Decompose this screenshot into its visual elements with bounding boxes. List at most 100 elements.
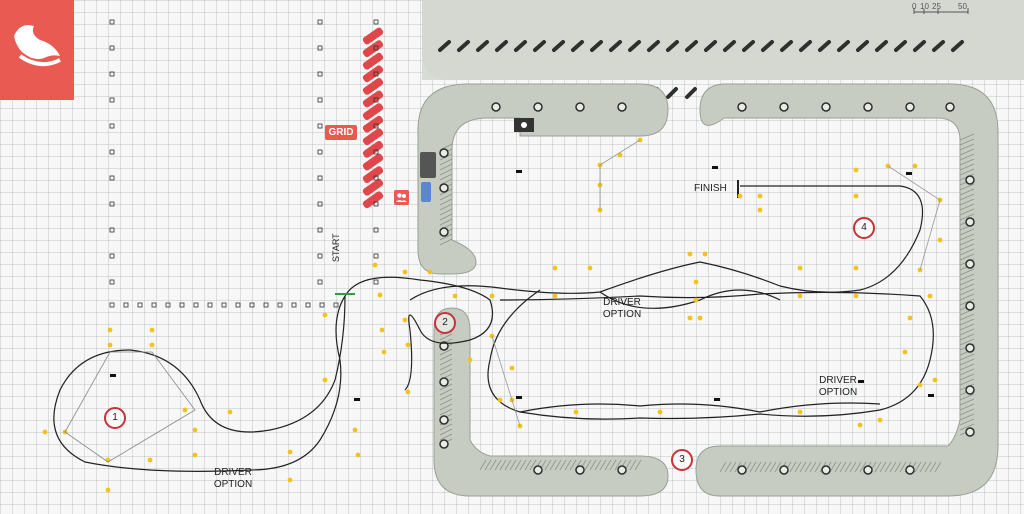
cone bbox=[489, 293, 495, 299]
hatch-line bbox=[814, 461, 822, 473]
tire bbox=[533, 102, 543, 112]
parking-stripe bbox=[837, 40, 850, 52]
cone bbox=[402, 317, 408, 323]
tire bbox=[945, 102, 955, 112]
post bbox=[109, 279, 115, 285]
post bbox=[221, 302, 227, 308]
cone bbox=[657, 409, 663, 415]
hatch-line bbox=[554, 459, 562, 471]
hatch-line bbox=[604, 459, 612, 471]
hatch-line bbox=[959, 288, 975, 296]
marker-2: 2 bbox=[434, 312, 456, 334]
post bbox=[109, 253, 115, 259]
hatch-line bbox=[839, 461, 847, 473]
driver-option-bottom-label: DRIVER OPTION bbox=[213, 467, 253, 490]
logo-icon bbox=[0, 0, 74, 100]
hatch-line bbox=[764, 461, 772, 473]
tire bbox=[617, 465, 627, 475]
post bbox=[373, 71, 379, 77]
hatch-line bbox=[439, 428, 453, 436]
grid-car bbox=[362, 27, 384, 45]
grid-car bbox=[362, 52, 384, 70]
cone bbox=[377, 292, 383, 298]
hatch-line bbox=[584, 459, 592, 471]
parking-stripe bbox=[514, 40, 527, 52]
post bbox=[151, 302, 157, 308]
boundary-posts bbox=[109, 19, 379, 308]
cone bbox=[149, 327, 155, 333]
driver-option-upper-label: DRIVER OPTION bbox=[602, 297, 642, 320]
hatch-line bbox=[959, 378, 975, 386]
tire bbox=[863, 465, 873, 475]
hatch-line bbox=[569, 459, 577, 471]
cone bbox=[427, 269, 433, 275]
post bbox=[235, 302, 241, 308]
hatch-line bbox=[959, 368, 975, 376]
cone bbox=[227, 409, 233, 415]
barrier-walls bbox=[417, 83, 999, 497]
hatch-line bbox=[549, 459, 557, 471]
hatch-line bbox=[564, 459, 572, 471]
hatch-line bbox=[959, 138, 975, 146]
parking-stripe bbox=[932, 40, 945, 52]
post bbox=[137, 302, 143, 308]
parking-stripe bbox=[780, 40, 793, 52]
hatch-line bbox=[599, 459, 607, 471]
route-lower-loop bbox=[487, 289, 934, 420]
parking-stripe bbox=[856, 40, 869, 52]
hatch-line bbox=[804, 461, 812, 473]
hatch-line bbox=[959, 353, 975, 361]
hatch-line bbox=[439, 333, 453, 341]
scale-tick-50: 50 bbox=[958, 2, 967, 11]
hatch-line bbox=[439, 368, 453, 376]
hatch-line bbox=[494, 459, 502, 471]
post bbox=[317, 149, 323, 155]
hatch-line bbox=[439, 348, 453, 356]
tire bbox=[779, 102, 789, 112]
cone bbox=[757, 193, 763, 199]
post bbox=[373, 227, 379, 233]
post bbox=[109, 302, 115, 308]
tire bbox=[617, 102, 627, 112]
cone bbox=[917, 382, 923, 388]
post bbox=[109, 71, 115, 77]
hatch-line bbox=[959, 203, 975, 211]
driver-option-right-label: DRIVER OPTION bbox=[818, 375, 858, 398]
post bbox=[123, 302, 129, 308]
hatch-line bbox=[439, 158, 453, 166]
hatch-line bbox=[734, 461, 742, 473]
hatch-line bbox=[959, 233, 975, 241]
parking-stripe bbox=[647, 40, 660, 52]
hatch-line bbox=[509, 459, 517, 471]
tire bbox=[491, 102, 501, 112]
post bbox=[373, 175, 379, 181]
hatch-line bbox=[959, 323, 975, 331]
hatch-line bbox=[439, 213, 453, 221]
parking-stripe bbox=[666, 40, 679, 52]
cone bbox=[797, 265, 803, 271]
hatch-line bbox=[959, 153, 975, 161]
post bbox=[317, 201, 323, 207]
scale-bar bbox=[913, 8, 969, 14]
post bbox=[317, 97, 323, 103]
tire-stacks bbox=[439, 102, 975, 475]
hatch-line bbox=[719, 461, 727, 473]
cone bbox=[192, 427, 198, 433]
hatch-line bbox=[959, 403, 975, 411]
parking-stripe bbox=[590, 40, 603, 52]
parking-stripe bbox=[495, 40, 508, 52]
post bbox=[291, 302, 297, 308]
hatch-line bbox=[959, 168, 975, 176]
hatch-line bbox=[529, 459, 537, 471]
hatch-line bbox=[439, 403, 453, 411]
hatch-line bbox=[959, 333, 975, 341]
hatch-line bbox=[504, 459, 512, 471]
post bbox=[249, 302, 255, 308]
scale-tick-0: 0 bbox=[912, 2, 917, 11]
post bbox=[373, 19, 379, 25]
cone bbox=[42, 429, 48, 435]
tire bbox=[965, 175, 975, 185]
barrier-bottom-left bbox=[433, 307, 669, 497]
hatch-line bbox=[439, 233, 453, 241]
timing-markers bbox=[110, 166, 934, 401]
